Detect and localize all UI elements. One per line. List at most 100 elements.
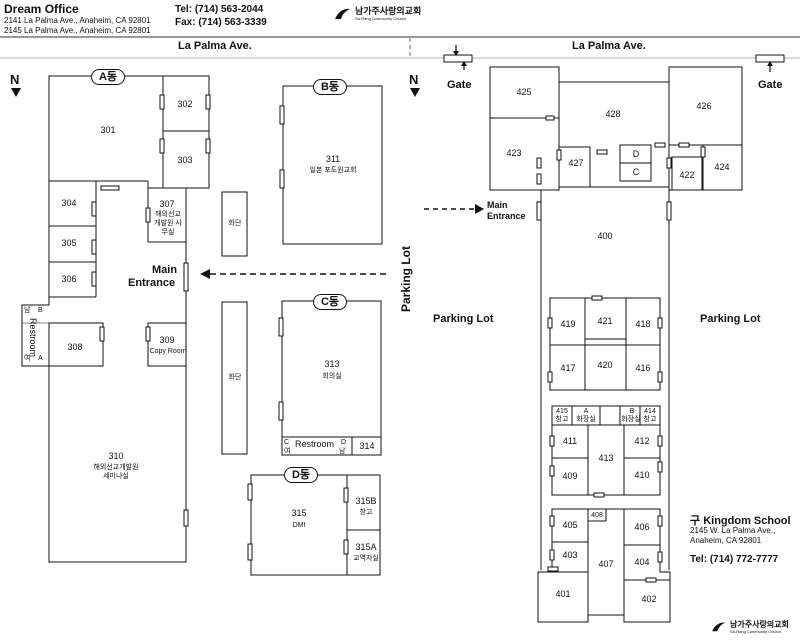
room-304: 304 [61, 198, 77, 208]
room-417: 417 [560, 363, 576, 373]
room-301: 301 [100, 125, 116, 135]
room-309: 309 [159, 335, 175, 345]
room-425: 425 [516, 87, 532, 97]
gate-label-left: Gate [447, 79, 472, 91]
room-315-desc: DMI [292, 522, 306, 529]
room-419: 419 [560, 319, 576, 329]
room-402: 402 [641, 594, 657, 604]
room-307: 307 [159, 199, 175, 209]
room-403: 403 [562, 550, 578, 560]
room-420: 420 [597, 360, 613, 370]
room-416: 416 [635, 363, 651, 373]
church-logo-icon-bottom [712, 622, 725, 632]
office-fax: Fax: (714) 563-3339 [175, 17, 267, 28]
school-title: 구 Kingdom School [690, 512, 791, 528]
school-title-prefix: 구 [690, 515, 701, 527]
room-308: 308 [67, 342, 83, 352]
restroom-b-right-desc: 화장실 [621, 416, 641, 423]
room-408: 408 [591, 512, 603, 519]
room-414-desc: 창고 [643, 416, 657, 423]
room-406: 406 [634, 522, 650, 532]
room-409: 409 [562, 471, 578, 481]
restroom-c-female: 여 [284, 448, 291, 455]
room-427: 427 [568, 158, 584, 168]
restroom-c-d: D [341, 439, 347, 446]
room-411: 411 [562, 436, 578, 446]
room-415-desc: 창고 [555, 416, 569, 423]
room-315b-desc: 창고 [359, 509, 373, 516]
room-313: 313 [324, 359, 340, 369]
office-address-2: 2145 La Palma Ave., Anaheim, CA 92801 [4, 26, 151, 35]
room-306: 306 [61, 274, 77, 284]
restroom-a-label: Restroom [28, 318, 38, 358]
building-a-label: A동 [91, 69, 125, 85]
room-410: 410 [634, 470, 650, 480]
room-422: 422 [679, 170, 695, 180]
school-tel: Tel: (714) 772-7777 [690, 554, 779, 565]
restroom-a-b: B [38, 307, 43, 314]
building-c-label: C동 [313, 294, 347, 310]
parking-lot-label-left: Parking Lot [433, 313, 494, 325]
room-412: 412 [634, 436, 650, 446]
room-311: 311 [325, 154, 341, 164]
main-entrance-label-right-2: Entrance [487, 211, 526, 221]
main-entrance-label-left-2: Entrance [128, 277, 176, 289]
room-311-desc: 일본 포도원교회 [309, 167, 357, 174]
flowerbed-label-1: 화단 [228, 220, 242, 227]
restroom-c-male: 남 [339, 448, 346, 455]
road-label-right: La Palma Ave. [572, 40, 646, 52]
restroom-c-label: Restroom [295, 439, 335, 449]
church-name-en: Sa-Rang Community Church [355, 16, 407, 21]
room-314: 314 [359, 441, 375, 451]
room-310: 310 [108, 451, 124, 461]
room-428: 428 [605, 109, 621, 119]
room-310-desc-2: 세미나실 [103, 473, 129, 480]
room-415: 415 [556, 408, 568, 415]
room-405: 405 [562, 520, 578, 530]
main-entrance-label-left-1: Main [152, 264, 178, 276]
restroom-b-right: B [629, 408, 635, 415]
restroom-c-c: C [284, 439, 290, 446]
church-logo-top: 남가주사랑의교회 Sa-Rang Community Church [334, 6, 421, 21]
room-424: 424 [714, 162, 730, 172]
school-address-2: Anaheim, CA 92801 [690, 536, 762, 545]
north-label-right: N [409, 72, 419, 87]
building-d-label: D동 [284, 467, 318, 483]
room-315a-desc: 교역자실 [353, 555, 379, 562]
room-315b: 315B [355, 496, 377, 506]
restroom-a-male: 남 [24, 307, 31, 314]
restroom-a-female: 여 [24, 355, 31, 362]
room-315a: 315A [355, 542, 377, 552]
room-407: 407 [598, 559, 614, 569]
gate-label-right: Gate [758, 79, 783, 91]
room-d-top: D [632, 149, 640, 159]
room-c-top: C [632, 167, 640, 177]
room-414: 414 [644, 408, 656, 415]
room-305: 305 [61, 238, 77, 248]
office-title: Dream Office [4, 2, 79, 16]
school-title-name: Kingdom School [703, 515, 791, 527]
road-label-left: La Palma Ave. [178, 40, 252, 52]
north-label-left: N [10, 72, 20, 87]
room-303: 303 [177, 155, 193, 165]
church-name-ko: 남가주사랑의교회 [355, 6, 422, 16]
room-302: 302 [177, 99, 193, 109]
room-313-desc: 회의실 [322, 373, 342, 380]
building-b-label: B동 [313, 79, 347, 95]
church-name-en-bottom: Sa-Rang Community Church [730, 629, 782, 634]
room-307-desc: 해외선교 개발원 사무실 [154, 211, 182, 236]
room-315: 315 [291, 508, 307, 518]
restroom-a-a: A [38, 355, 43, 362]
main-entrance-label-right-1: Main [487, 200, 508, 210]
room-400: 400 [597, 231, 613, 241]
office-address-1: 2141 La Palma Ave., Anaheim, CA 92801 [4, 16, 151, 25]
parking-lot-vertical: Parking Lot [399, 246, 413, 313]
church-logo-bottom: 남가주사랑의교회 Sa-Rang Community Church [711, 620, 789, 634]
office-tel: Tel: (714) 563-2044 [175, 4, 264, 15]
room-413: 413 [598, 453, 614, 463]
room-309-desc: Copy Room [149, 348, 187, 355]
church-name-ko-bottom: 남가주사랑의교회 [730, 620, 789, 629]
church-logo-icon [335, 8, 350, 19]
room-418: 418 [635, 319, 651, 329]
